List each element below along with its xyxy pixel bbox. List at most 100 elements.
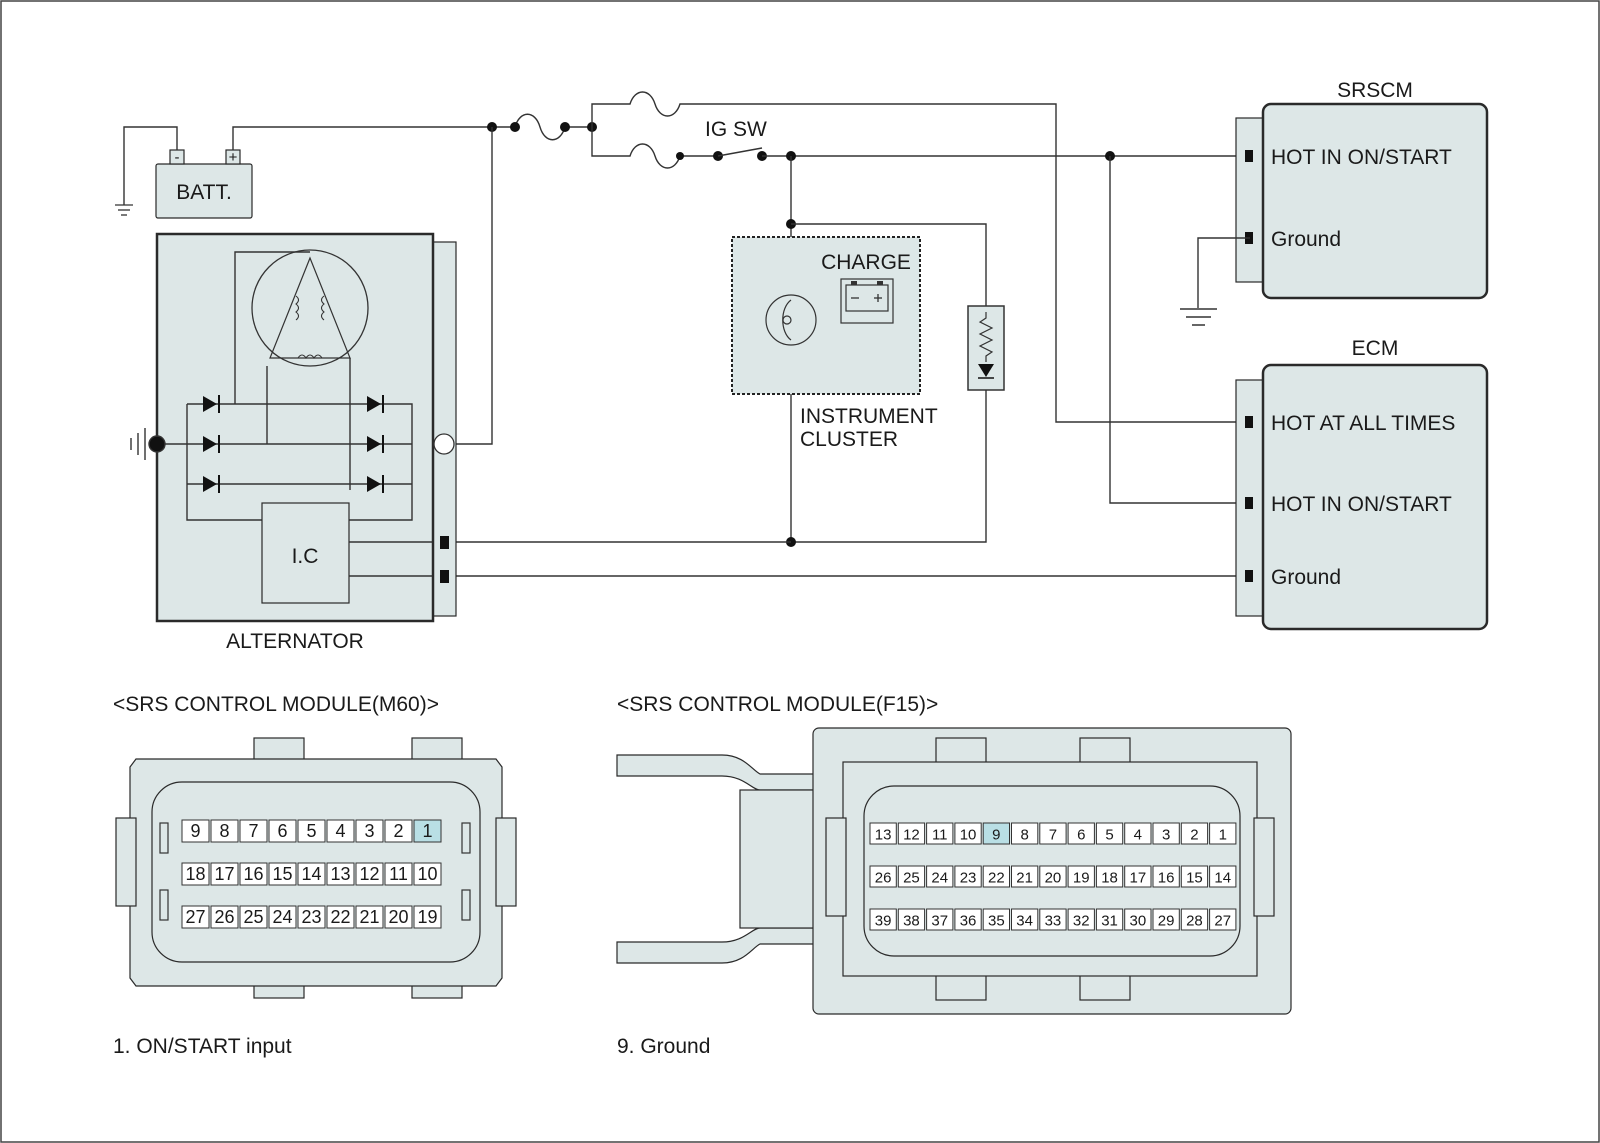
battery-label: BATT. — [176, 181, 232, 204]
connector-pin-number: 26 — [214, 907, 234, 927]
connector-pin-cell — [1124, 908, 1152, 931]
connector-pin-number: 11 — [932, 826, 948, 843]
connector-pin-number: 15 — [1186, 869, 1203, 886]
connector-pin-cell — [326, 819, 355, 843]
connector-pin-number: 14 — [301, 864, 321, 884]
connector-pin-number: 19 — [1073, 869, 1090, 886]
connector-pin-number: 3 — [364, 821, 374, 841]
main-fuse-icon — [492, 113, 592, 141]
connector-pin-number: 12 — [903, 826, 920, 843]
instrument-label-line2: CLUSTER — [800, 428, 898, 451]
connector-pin-number: 9 — [190, 821, 200, 841]
connector-pin-number: 23 — [960, 869, 977, 886]
connector-pin-cell — [1067, 822, 1095, 845]
connector-pin-cell — [1209, 908, 1237, 931]
connector-pin-number: 18 — [1101, 869, 1118, 886]
connector-pin-number: 6 — [1077, 826, 1085, 843]
connector-pin-cell — [297, 862, 326, 886]
connector-pin-cell — [1209, 822, 1237, 845]
srscm-module: SRSCM HOT IN ON/START Ground — [1235, 79, 1489, 300]
ecm-title: ECM — [1352, 337, 1399, 360]
connector-pin-cell — [239, 819, 268, 843]
connector-pin-cell — [926, 908, 954, 931]
connector-pin-cell — [181, 862, 210, 886]
ecm-module: ECM HOT AT ALL TIMES HOT IN ON/START Gro… — [1235, 337, 1489, 631]
connector-f15-note: 9. Ground — [617, 1035, 710, 1058]
connector-pin-cell — [982, 908, 1011, 931]
connector-pin-number: 10 — [417, 864, 437, 884]
battery-neg-label: - — [175, 149, 180, 166]
connector-pin-cell — [1039, 908, 1067, 931]
connector-pin-cell — [326, 862, 355, 886]
connector-pin-cell — [1067, 865, 1095, 888]
connector-pin-number: 14 — [1214, 869, 1231, 886]
srscm-pin-label: HOT IN ON/START — [1271, 146, 1452, 169]
connector-pin-number: 21 — [1016, 869, 1033, 886]
connector-pin-cell — [210, 819, 239, 843]
connector-pin-cell — [1152, 865, 1180, 888]
charge-warning-icon — [840, 278, 894, 324]
connector-pin-number: 39 — [875, 912, 892, 929]
connector-pin-number: 10 — [960, 826, 977, 843]
resistor-diode-icon — [967, 305, 1005, 391]
connector-pin-number: 17 — [214, 864, 234, 884]
connector-pin-cell — [268, 905, 297, 929]
connector-pin-number: 4 — [335, 821, 345, 841]
connector-pin-number: 20 — [388, 907, 408, 927]
connector-pin-number: 34 — [1016, 912, 1033, 929]
connector-pin-number: 13 — [330, 864, 350, 884]
ecm-pin-label: HOT IN ON/START — [1271, 493, 1452, 516]
connector-pin-number: 9 — [992, 826, 1000, 843]
connector-pin-cell — [1095, 908, 1124, 931]
connector-pin-number: 11 — [389, 864, 408, 884]
connector-pin-cell — [355, 862, 384, 886]
connector-pin-number: 2 — [1190, 826, 1198, 843]
connector-pin-cell — [1180, 908, 1209, 931]
connector-pin-cell — [355, 905, 384, 929]
connector-pin-number: 24 — [272, 907, 292, 927]
connector-pin-cell — [869, 908, 897, 931]
connector-pin-number: 2 — [393, 821, 403, 841]
connector-pin-cell — [384, 862, 413, 886]
connector-pin-number: 22 — [330, 907, 350, 927]
connector-pin-cell — [1209, 865, 1237, 888]
connector-pin-number: 6 — [277, 821, 287, 841]
connector-pin-cell — [355, 819, 384, 843]
connector-pin-cell — [326, 905, 355, 929]
connector-pin-number: 38 — [903, 912, 920, 929]
connector-pin-number: 26 — [875, 869, 892, 886]
connector-pin-number: 7 — [1049, 826, 1057, 843]
connector-pin-cell — [239, 862, 268, 886]
connector-pin-cell — [384, 905, 413, 929]
connector-pin-cell — [926, 822, 954, 845]
ic-label: I.C — [292, 545, 319, 568]
connector-pin-number: 18 — [185, 864, 205, 884]
srscm-pin-label: Ground — [1271, 228, 1341, 251]
connector-pin-cell — [1095, 865, 1124, 888]
connector-pin-number: 37 — [931, 912, 948, 929]
connector-pin-number: 31 — [1101, 912, 1118, 929]
connector-m60-title: <SRS CONTROL MODULE(M60)> — [113, 693, 439, 716]
charge-label: CHARGE — [821, 251, 911, 274]
connector-pin-number: 25 — [243, 907, 263, 927]
connector-pin-number: 5 — [306, 821, 316, 841]
connector-pin-cell — [897, 822, 926, 845]
connector-pin-cell — [1011, 908, 1039, 931]
alternator: I.C — [155, 232, 457, 623]
connector-pin-number: 21 — [359, 907, 379, 927]
connector-pin-cell — [297, 905, 326, 929]
connector-pin-number: 4 — [1134, 826, 1142, 843]
connector-pin-number: 33 — [1045, 912, 1062, 929]
connector-pin-cell — [268, 819, 297, 843]
battery-pos-label: + — [229, 149, 238, 166]
connector-pin-number: 28 — [1186, 912, 1203, 929]
connector-pin-cell — [181, 905, 210, 929]
connector-pin-cell — [954, 908, 982, 931]
connector-pin-number: 35 — [988, 912, 1005, 929]
connector-pin-number: 36 — [960, 912, 977, 929]
connector-pin-cell — [1180, 822, 1209, 845]
